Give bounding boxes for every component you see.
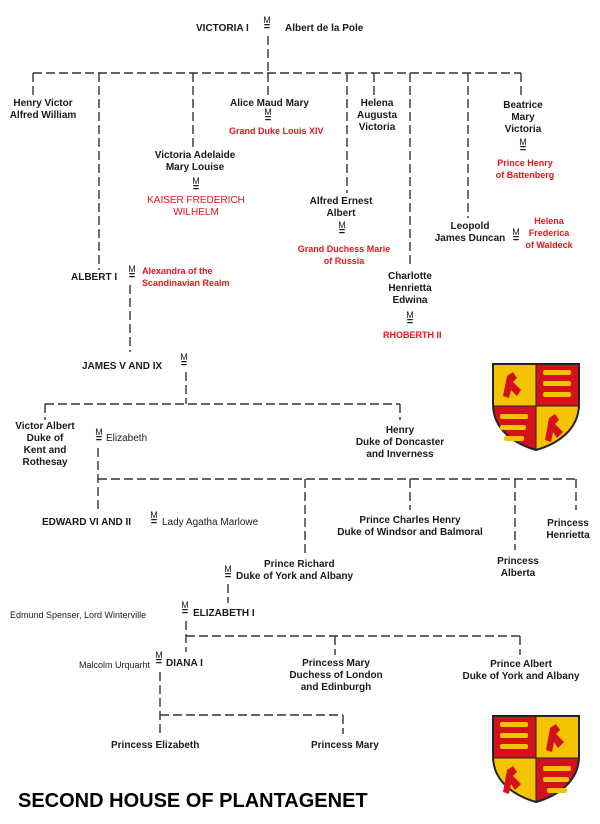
marriage-symbol: M= (264, 107, 272, 125)
marriage-symbol: M= (224, 564, 232, 582)
elizabeth: Elizabeth (106, 433, 148, 444)
malcolm-urquarht: Malcolm Urquarht (79, 660, 151, 670)
albert-de-la-pole: Albert de la Pole (285, 23, 364, 34)
edmund-spenser: Edmund Spenser, Lord Winterville (10, 610, 147, 620)
princess-mary: Princess Mary (311, 740, 379, 751)
marriage-symbol: M= (95, 427, 103, 445)
diana-i: DIANA I (166, 658, 203, 669)
coat-of-arms-shield-icon (492, 715, 580, 804)
page-title: SECOND HOUSE OF PLANTAGENET (18, 790, 368, 812)
marriage-symbol: M= (150, 510, 158, 528)
albert-i: ALBERT I (71, 272, 118, 283)
edward-vi-and-ii: EDWARD VI AND II (42, 517, 132, 528)
marriage-symbol: M= (192, 176, 200, 194)
marriage-symbol: M= (128, 264, 136, 282)
marriage-symbol: M= (512, 227, 520, 245)
marriage-symbol: M= (263, 15, 271, 33)
marriage-symbol: M= (155, 650, 163, 668)
marriage-symbol: M= (519, 137, 527, 155)
marriage-symbol: M= (180, 352, 188, 370)
princess-elizabeth: Princess Elizabeth (111, 740, 200, 751)
coat-of-arms-shield-icon (492, 363, 580, 452)
alice-maud-mary: Alice Maud Mary (230, 98, 309, 109)
victoria-i: VICTORIA I (196, 23, 249, 34)
lady-agatha-marlowe: Lady Agatha Marlowe (162, 517, 259, 528)
marriage-symbol: M= (181, 600, 189, 618)
marriage-symbol: M= (338, 220, 346, 238)
james-v-and-ix: JAMES V AND IX (82, 361, 163, 372)
elizabeth-i: ELIZABETH I (193, 608, 255, 619)
grand-duke-louis: Grand Duke Louis XIV (229, 126, 324, 136)
marriage-symbol: M= (406, 310, 414, 328)
rhoberth-ii: RHOBERTH II (383, 330, 442, 340)
